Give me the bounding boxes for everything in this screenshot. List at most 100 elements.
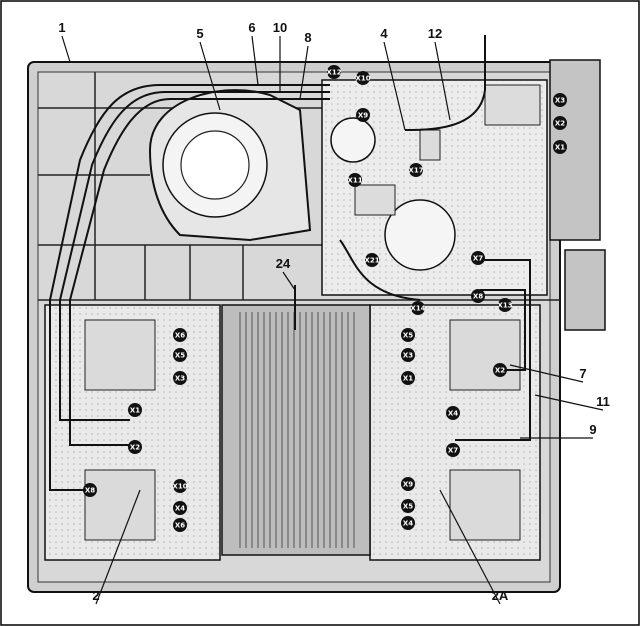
callout-number: 11 — [596, 394, 610, 409]
connector-label: X3 — [175, 375, 185, 383]
connector-marker — [401, 499, 415, 513]
connector-label: X9 — [403, 481, 413, 489]
leader-line — [251, 35, 259, 86]
connector-marker — [401, 348, 415, 362]
connector-marker — [411, 301, 425, 315]
connector-marker — [401, 516, 415, 530]
callout-layer: 1 5 6 10 8 4 12 24 7 119 2 2A — [58, 20, 609, 603]
connector-label: X10 — [355, 75, 370, 83]
connector-marker — [401, 328, 415, 342]
connector-marker — [173, 371, 187, 385]
connector-label: X11 — [347, 177, 362, 185]
connector-label: X2 — [495, 367, 505, 375]
connector-marker — [173, 501, 187, 515]
connector-marker — [471, 289, 485, 303]
leader-line — [383, 41, 406, 131]
connector-marker — [446, 443, 460, 457]
connector-marker — [493, 363, 507, 377]
leader-line — [434, 41, 451, 121]
control-board — [321, 79, 548, 296]
connector-marker — [553, 116, 567, 130]
connector-label: X5 — [175, 352, 185, 360]
connector-marker — [498, 298, 512, 312]
connector-label: X1 — [130, 407, 140, 415]
connector-label: X7 — [448, 447, 458, 455]
heatsink — [221, 304, 371, 556]
connector-marker — [365, 253, 379, 267]
connector-label: X2 — [130, 444, 140, 452]
connector-label: X12 — [326, 69, 341, 77]
connector-label: X3 — [555, 97, 565, 105]
connector-marker — [471, 251, 485, 265]
connector-label: X5 — [403, 332, 413, 340]
leader-line — [61, 35, 71, 63]
connector-marker — [401, 477, 415, 491]
callout-number: 2A — [492, 588, 509, 603]
fan — [148, 89, 312, 242]
leader-line — [282, 271, 296, 291]
connector-marker — [409, 163, 423, 177]
connector-marker — [83, 483, 97, 497]
connector-label: X17 — [408, 167, 423, 175]
connector-label: X10 — [172, 483, 187, 491]
callout-number: 24 — [276, 256, 291, 271]
connector-marker — [553, 93, 567, 107]
leader-layer — [61, 35, 604, 605]
callout-number: 4 — [380, 26, 388, 41]
connector-marker — [173, 479, 187, 493]
connector-label: X2 — [555, 120, 565, 128]
connector-label: X4 — [448, 410, 458, 418]
connector-marker — [446, 406, 460, 420]
leader-line — [439, 489, 501, 605]
connector-marker — [356, 108, 370, 122]
connector-label: X6 — [175, 332, 185, 340]
callout-number: 2 — [92, 588, 99, 603]
connector-label: X1 — [403, 375, 413, 383]
connector-marker — [348, 173, 362, 187]
leader-line — [95, 489, 141, 605]
connector-label: X4 — [403, 520, 413, 528]
power-board-left — [44, 304, 221, 561]
connector-marker — [356, 71, 370, 85]
connector-marker — [401, 371, 415, 385]
connector-marker — [553, 140, 567, 154]
connector-label: X3 — [403, 352, 413, 360]
connector-label: X5 — [403, 503, 413, 511]
connector-marker — [173, 348, 187, 362]
connector-label: X9 — [358, 112, 368, 120]
leader-line — [199, 41, 221, 111]
leader-line — [534, 394, 604, 411]
side-bracket — [564, 249, 606, 331]
connector-label: X8 — [473, 293, 483, 301]
connector-label: X14 — [410, 305, 425, 313]
connector-label: X21 — [364, 257, 379, 265]
callout-number: 7 — [579, 366, 586, 381]
callout-number: 8 — [304, 30, 311, 45]
connector-label: X1 — [555, 144, 565, 152]
leader-line — [299, 45, 309, 100]
connector-label: X13 — [497, 302, 512, 310]
connector-marker — [327, 65, 341, 79]
callout-number: 1 — [58, 20, 65, 35]
connector-marker — [128, 440, 142, 454]
connector-label: X8 — [85, 487, 95, 495]
callout-number: 6 — [248, 20, 255, 35]
connector-label: X6 — [175, 522, 185, 530]
power-board-right — [369, 304, 541, 561]
connector-marker — [173, 518, 187, 532]
connector-marker — [128, 403, 142, 417]
cable-harness — [49, 35, 531, 491]
connector-marker — [173, 328, 187, 342]
connector-label: X4 — [175, 505, 185, 513]
callout-number: 10 — [273, 20, 287, 35]
leader-line — [509, 364, 584, 383]
terminal-block — [549, 59, 601, 241]
connector-label: X7 — [473, 255, 483, 263]
callout-number: 5 — [196, 26, 203, 41]
callout-number: 9 — [589, 422, 596, 437]
callout-number: 12 — [428, 26, 442, 41]
